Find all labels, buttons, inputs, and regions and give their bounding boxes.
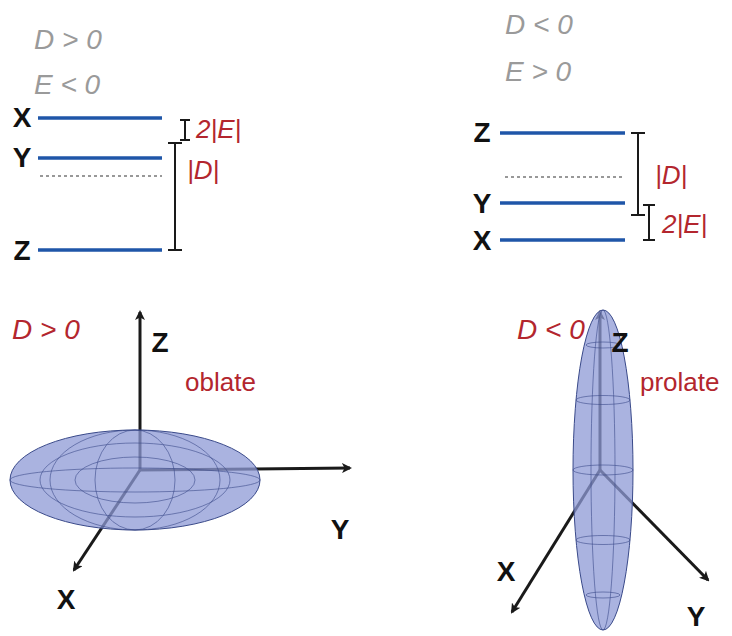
axis-level-label: Z: [13, 237, 30, 265]
axis-label: X: [57, 586, 76, 614]
axis-level-label: Y: [13, 144, 32, 172]
splitting-label: 2|E|: [662, 211, 707, 237]
axis-label: Z: [611, 329, 628, 357]
oblate-ellipsoid: [10, 312, 350, 570]
axis-level-label: X: [13, 104, 32, 132]
sign-label: D < 0: [517, 316, 585, 344]
axis-level-label: X: [473, 227, 492, 255]
axis-label: Z: [151, 329, 168, 357]
axis-label: X: [497, 558, 516, 586]
energy-levels-right: [500, 133, 655, 240]
axis-label: Y: [331, 516, 350, 544]
splitting-label: 2|E|: [196, 116, 241, 142]
parameter-label: E > 0: [505, 58, 571, 86]
axis-label: Y: [687, 603, 706, 631]
parameter-label: D > 0: [34, 26, 102, 54]
parameter-label: E < 0: [34, 71, 100, 99]
sign-label: D > 0: [12, 316, 80, 344]
shape-label: prolate: [640, 369, 720, 395]
axis-level-label: Z: [473, 119, 490, 147]
energy-levels-left: [38, 118, 190, 250]
splitting-label: |D|: [187, 157, 219, 183]
splitting-label: |D|: [655, 162, 687, 188]
axis-level-label: Y: [473, 190, 492, 218]
parameter-label: D < 0: [505, 11, 573, 39]
shape-label: oblate: [185, 369, 256, 395]
prolate-ellipsoid: [512, 310, 708, 630]
